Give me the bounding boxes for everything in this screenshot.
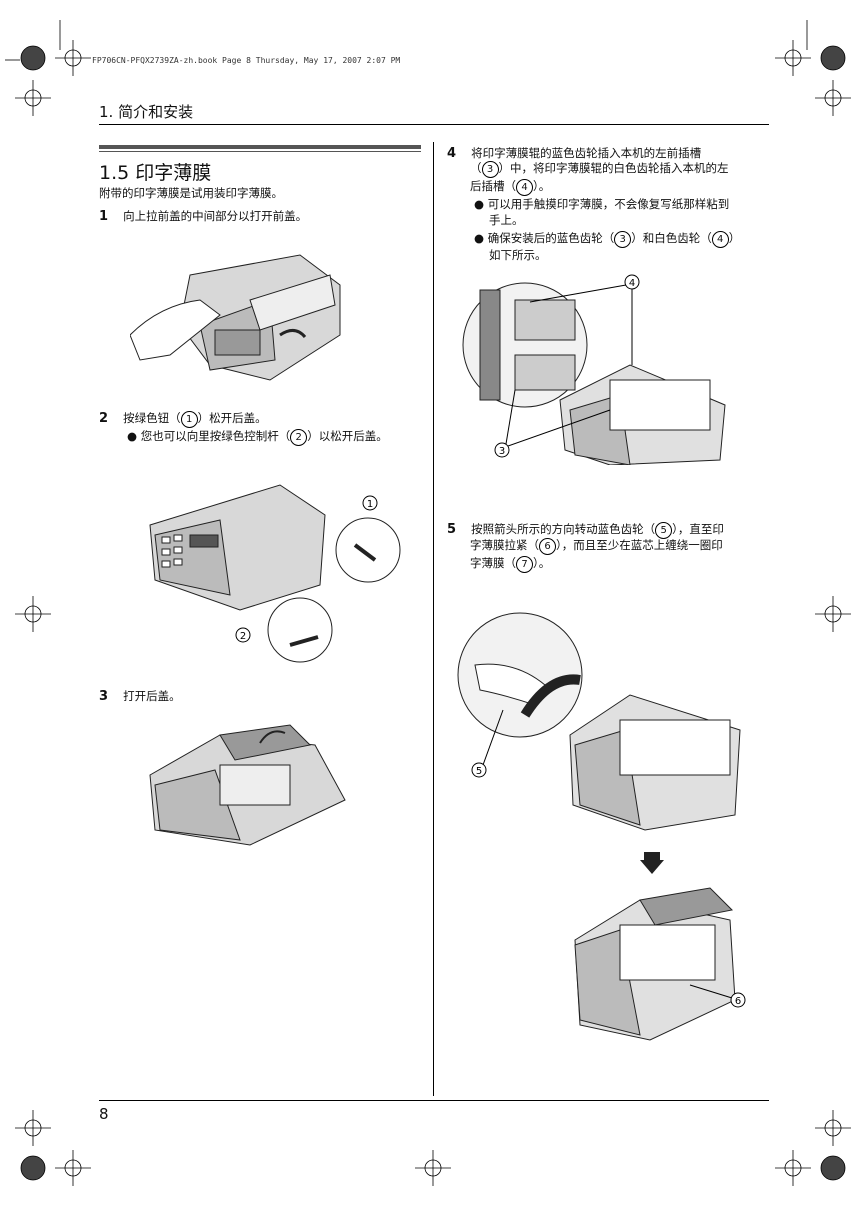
step-text: 打开后盖。	[123, 689, 181, 703]
step-4-bullet-2-cont: 如下所示。	[489, 248, 547, 262]
step-text: 向上拉前盖的中间部分以打开前盖。	[123, 209, 308, 223]
film-taut-illustration: 6	[574, 887, 746, 1041]
file-info: FP706CN-PFQX2739ZA-zh.book Page 8 Thursd…	[92, 56, 401, 65]
text: ）和白色齿轮（	[631, 231, 712, 245]
step-5-line-3: 字薄膜（7）。	[470, 555, 550, 573]
section-title: 1.5 印字薄膜	[99, 162, 212, 184]
step-number: 1	[99, 209, 109, 224]
callout-ref: 2	[290, 428, 308, 446]
callout-2: 2	[240, 631, 246, 642]
callout-ref: 4	[711, 230, 729, 248]
callout-ref: 4	[516, 178, 533, 196]
rotate-gear-illustration: 5	[457, 612, 741, 831]
step-1: 1 向上拉前盖的中间部分以打开前盖。	[99, 205, 307, 225]
text: ）	[728, 231, 741, 245]
section-bar	[99, 145, 421, 149]
film-roll-insert-illustration: 4 3	[462, 274, 726, 465]
text: ），而且至少在蓝芯上缠绕一圈印	[556, 538, 723, 552]
callout-3: 3	[499, 446, 505, 457]
text: 字薄膜（	[470, 556, 516, 570]
callout-ref: 1	[180, 410, 198, 428]
text: 按照箭头所示的方向转动蓝色齿轮（	[471, 522, 656, 536]
step-text-b: ）松开后盖。	[197, 411, 267, 425]
text: ）中，将印字薄膜辊的白色齿轮插入本机的左	[498, 161, 729, 175]
fax-open-front-cover-illustration	[130, 254, 341, 381]
callout-ref: 3	[481, 160, 499, 178]
step-2-bullet: ● 您也可以向里按绿色控制杆（2）以松开后盖。	[127, 428, 388, 446]
text: ）。	[533, 179, 551, 193]
callout-4: 4	[629, 278, 635, 289]
step-4-bullet-2: ● 确保安装后的蓝色齿轮（3）和白色齿轮（4）	[474, 230, 740, 248]
footer-rule	[99, 1100, 769, 1101]
step-text-a: 按绿色钮（	[123, 411, 181, 425]
callout-ref: 5	[655, 521, 673, 539]
text: ）。	[533, 556, 551, 570]
bullet-text: 可以用手触摸印字薄膜，不会像复写纸那样粘到	[487, 197, 730, 211]
callout-1: 1	[367, 499, 373, 510]
step-5: 5 按照箭头所示的方向转动蓝色齿轮（5），直至印	[447, 518, 724, 539]
fax-open-back-cover-illustration	[149, 724, 346, 846]
text: 后插槽（	[470, 179, 516, 193]
callout-ref: 6	[539, 537, 556, 555]
step-3: 3 打开后盖。	[99, 685, 181, 705]
chapter-heading: 1. 简介和安装	[99, 103, 194, 121]
text: 字薄膜拉紧（	[470, 538, 539, 552]
callout-6: 6	[735, 996, 741, 1007]
step-number: 5	[447, 522, 457, 537]
step-4: 4 将印字薄膜辊的蓝色齿轮插入本机的左前插槽	[447, 142, 701, 162]
step-4-bullet-1-cont: 手上。	[489, 213, 524, 227]
step-2: 2 按绿色钮（1）松开后盖。	[99, 407, 267, 428]
step-4-bullet-1: ● 可以用手触摸印字薄膜，不会像复写纸那样粘到	[474, 197, 730, 211]
step-number: 4	[447, 146, 457, 161]
step-number: 2	[99, 411, 109, 426]
column-divider	[433, 142, 434, 1096]
section-bar-thin	[99, 151, 421, 152]
section-intro: 附带的印字薄膜是试用装印字薄膜。	[99, 186, 283, 200]
callout-ref: 3	[614, 230, 632, 248]
callout-ref: 7	[516, 555, 533, 573]
step-5-line-2: 字薄膜拉紧（6），而且至少在蓝芯上缠绕一圈印	[470, 537, 723, 555]
arrow-down-icon	[640, 852, 664, 874]
bullet-text-b: ）以松开后盖。	[307, 429, 388, 443]
header-rule	[99, 124, 769, 125]
text: 确保安装后的蓝色齿轮（	[487, 231, 615, 245]
fax-release-back-cover-illustration: 1 2	[149, 484, 401, 663]
step-4-line-3: 后插槽（4）。	[470, 178, 550, 196]
step-4-line-2: （3）中，将印字薄膜辊的白色齿轮插入本机的左	[470, 160, 729, 178]
bullet-text-a: 您也可以向里按绿色控制杆（	[140, 429, 291, 443]
text: （	[470, 161, 482, 175]
page-number: 8	[99, 1105, 109, 1123]
text: ），直至印	[672, 522, 724, 536]
callout-5: 5	[476, 766, 482, 777]
step-number: 3	[99, 689, 109, 704]
step-line-1: 将印字薄膜辊的蓝色齿轮插入本机的左前插槽	[471, 146, 702, 160]
